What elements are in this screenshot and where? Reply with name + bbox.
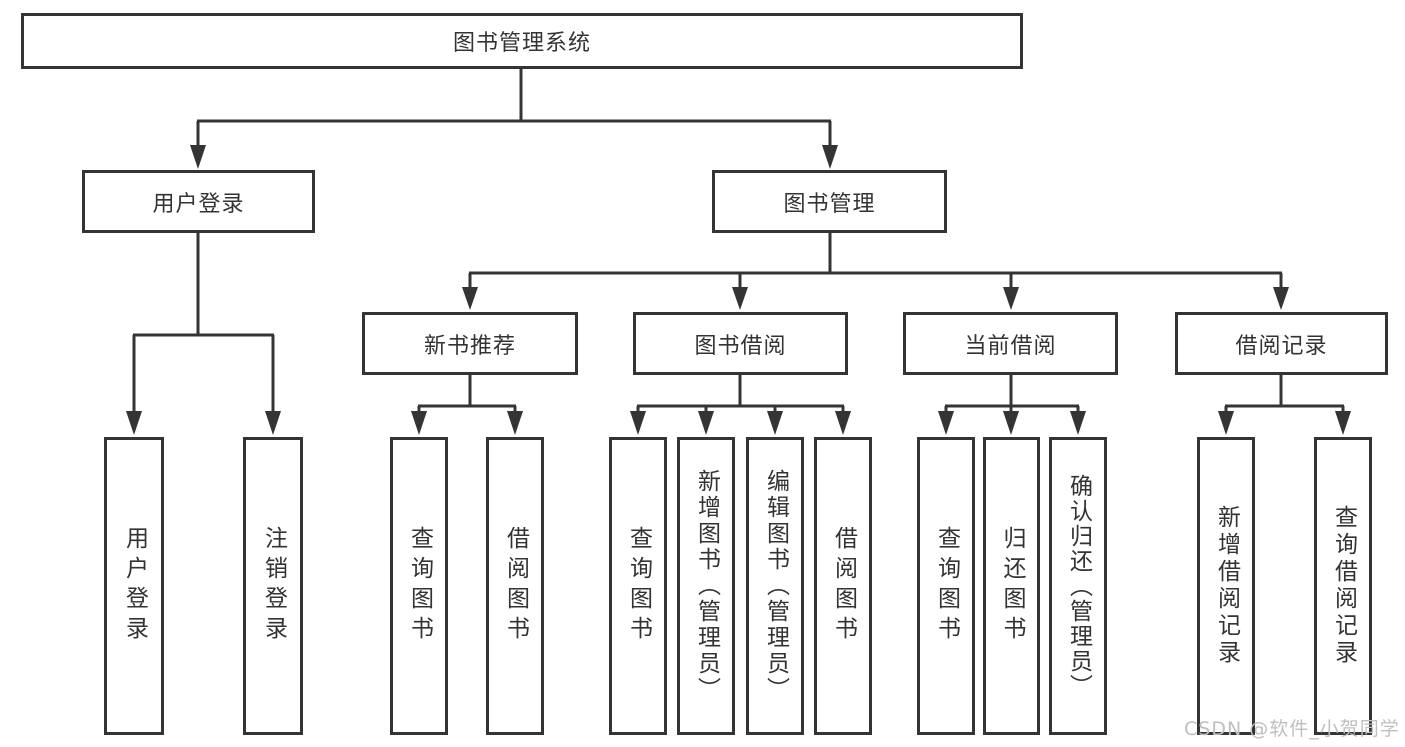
node-user-login: 用户登录 <box>82 170 315 233</box>
connector-book-borrowing <box>636 375 845 413</box>
node-leaf-logout: 注销登录 <box>243 437 303 735</box>
connector-new-book-recommend <box>417 375 517 413</box>
node-leaf-borrow-books-recommend: 借阅图书 <box>486 437 544 735</box>
node-leaf-return-books: 归还图书 <box>983 437 1040 735</box>
node-leaf-query-borrow-record: 查询借阅记录 <box>1314 437 1372 735</box>
node-leaf-edit-books-admin: 编辑图书（管理员） <box>746 437 804 735</box>
arrowheads-root <box>190 145 838 169</box>
node-leaf-confirm-return-admin: 确认归还（管理员） <box>1049 437 1107 735</box>
node-new-book-recommend: 新书推荐 <box>362 312 578 375</box>
node-leaf-query-books-recommend: 查询图书 <box>390 437 448 735</box>
node-leaf-user-login: 用户登录 <box>104 437 164 735</box>
connector-user-login <box>132 233 275 413</box>
csdn-watermark: CSDN @软件_小贺同学 <box>1184 718 1400 740</box>
node-leaf-add-borrow-record: 新增借阅记录 <box>1197 437 1255 735</box>
arrowheads-book-borrowing <box>630 411 851 435</box>
node-book-management: 图书管理 <box>712 170 947 233</box>
connector-book-management <box>468 233 1283 289</box>
arrowheads-borrowing-records <box>1218 411 1351 435</box>
connector-borrowing-records <box>1224 375 1345 413</box>
node-leaf-query-books-borrowing: 查询图书 <box>609 437 667 735</box>
connector-current-borrowing <box>944 375 1080 413</box>
arrowheads-user-login <box>126 411 281 435</box>
arrowheads-book-management <box>462 287 1289 310</box>
connector-root <box>196 69 832 147</box>
node-leaf-borrow-books: 借阅图书 <box>814 437 872 735</box>
node-leaf-query-books-current: 查询图书 <box>917 437 975 735</box>
node-leaf-add-books-admin: 新增图书（管理员） <box>677 437 735 735</box>
node-root: 图书管理系统 <box>21 13 1023 69</box>
node-current-borrowing: 当前借阅 <box>903 312 1118 375</box>
arrowheads-current-borrowing <box>938 411 1086 435</box>
node-borrowing-records: 借阅记录 <box>1175 312 1388 375</box>
node-book-borrowing: 图书借阅 <box>633 312 848 375</box>
arrowheads-new-book-recommend <box>411 411 523 435</box>
